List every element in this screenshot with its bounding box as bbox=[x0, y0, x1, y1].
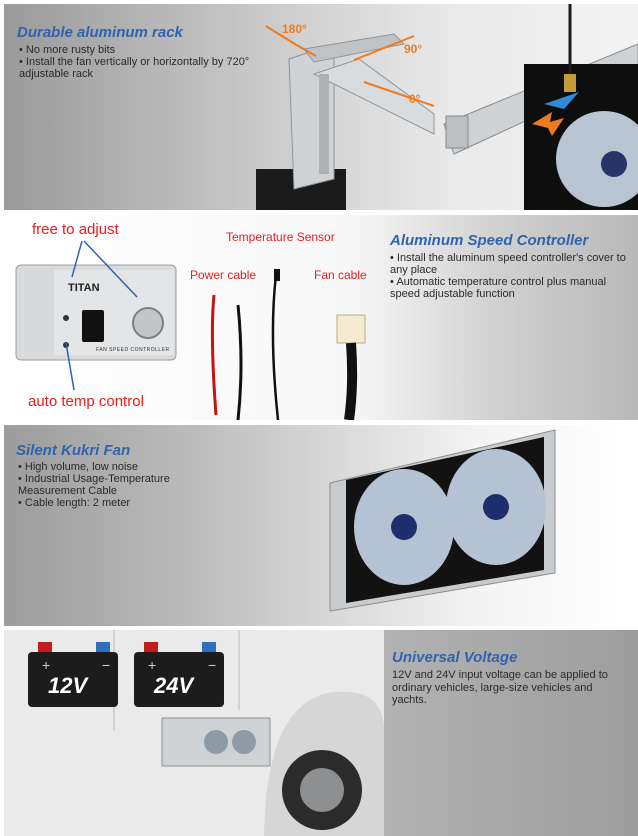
rack-heading: Durable aluminum rack bbox=[17, 24, 183, 41]
controller-bullet: Install the aluminum speed controller's … bbox=[390, 252, 635, 276]
angle-arrow-0 bbox=[363, 81, 435, 107]
section-rack: Durable aluminum rack No more rusty bits… bbox=[4, 4, 638, 210]
fan-cable-shape bbox=[344, 342, 358, 420]
callout-line bbox=[65, 342, 75, 391]
angle-label-90: 90° bbox=[404, 42, 423, 56]
fan-hub-left bbox=[391, 514, 417, 540]
rim-shape bbox=[300, 768, 344, 812]
fan-blade-shape bbox=[556, 111, 638, 207]
angle-arrow-180 bbox=[265, 25, 317, 57]
rack-bullet: Install the fan vertically or horizontal… bbox=[19, 56, 254, 80]
bracket-shape bbox=[312, 58, 435, 135]
led-shape bbox=[63, 315, 69, 321]
section-controller: free to adjust auto temp control Tempera… bbox=[4, 215, 638, 420]
battery-24v-label: 24V bbox=[154, 673, 194, 698]
vent-fan-shape bbox=[232, 730, 256, 754]
battery-12v-shape bbox=[28, 652, 118, 707]
fan-heading: Silent Kukri Fan bbox=[16, 442, 131, 459]
move-arrow-blue bbox=[544, 92, 579, 109]
vent-fan-shape bbox=[204, 730, 228, 754]
angle-arrow-90 bbox=[353, 35, 415, 61]
callout-line bbox=[83, 240, 138, 298]
callout-power-cable: Power cable bbox=[190, 268, 257, 282]
section-fan: Silent Kukri Fan High volume, low noise … bbox=[4, 425, 638, 626]
speed-knob-shape bbox=[132, 307, 164, 339]
battery-terminal-pos bbox=[144, 642, 158, 652]
plus-icon: + bbox=[42, 657, 50, 673]
controller-illustration bbox=[15, 240, 366, 420]
rack-bullets: No more rusty bits Install the fan verti… bbox=[19, 44, 254, 80]
fan-bullet: Industrial Usage-Temperature Measurement… bbox=[18, 473, 218, 497]
minus-icon: − bbox=[208, 657, 216, 673]
battery-terminal-neg bbox=[96, 642, 110, 652]
fan-connector-shape bbox=[336, 314, 366, 344]
callout-temp-sensor: Temperature Sensor bbox=[226, 230, 335, 244]
sensor-cable-shape bbox=[271, 274, 280, 420]
section-voltage: + − + − 12V 24V Universal Voltage 12V an… bbox=[4, 630, 638, 836]
rack-end-shape bbox=[445, 115, 469, 149]
device-brand-logo: TITAN bbox=[68, 282, 100, 294]
callout-auto-temp: auto temp control bbox=[28, 393, 144, 410]
fan-bullets: High volume, low noise Industrial Usage-… bbox=[18, 461, 218, 509]
fan-hub-right bbox=[483, 494, 509, 520]
rack-bullet: No more rusty bits bbox=[19, 44, 254, 56]
voltage-description: 12V and 24V input voltage can be applied… bbox=[392, 669, 608, 706]
controller-heading: Aluminum Speed Controller bbox=[390, 232, 589, 249]
battery-24v-shape bbox=[134, 652, 224, 707]
twin-fan-illustration bbox=[329, 429, 556, 612]
power-switch-shape bbox=[82, 310, 104, 342]
bracket-shape bbox=[303, 33, 406, 63]
sensor-tip-shape bbox=[274, 269, 280, 281]
device-label-text: FAN SPEED CONTROLLER bbox=[96, 347, 170, 353]
voltage-heading: Universal Voltage bbox=[392, 649, 518, 666]
power-cable-black bbox=[236, 304, 243, 420]
callout-line bbox=[71, 240, 83, 278]
battery-12v-label: 12V bbox=[48, 673, 88, 698]
callout-free-to-adjust: free to adjust bbox=[32, 221, 119, 238]
rack-illustration bbox=[256, 4, 638, 210]
minus-icon: − bbox=[102, 657, 110, 673]
controller-bullets: Install the aluminum speed controller's … bbox=[390, 252, 635, 300]
vehicle-illustration: + − + − bbox=[4, 630, 384, 836]
callout-fan-cable: Fan cable bbox=[314, 268, 367, 282]
battery-terminal-neg bbox=[202, 642, 216, 652]
move-arrow-shape bbox=[532, 112, 564, 136]
plus-icon: + bbox=[148, 657, 156, 673]
battery-terminal-pos bbox=[38, 642, 52, 652]
angle-label-0: 0° bbox=[409, 92, 421, 106]
screwdriver-tip bbox=[564, 74, 576, 92]
bracket-slot bbox=[319, 74, 329, 174]
fan-bullet: Cable length: 2 meter bbox=[18, 497, 218, 509]
angle-label-180: 180° bbox=[282, 22, 307, 36]
fan-hub-shape bbox=[601, 151, 627, 177]
controller-bullet: Automatic temperature control plus manua… bbox=[390, 276, 635, 300]
fan-bullet: High volume, low noise bbox=[18, 461, 218, 473]
power-cable-red bbox=[210, 294, 218, 416]
